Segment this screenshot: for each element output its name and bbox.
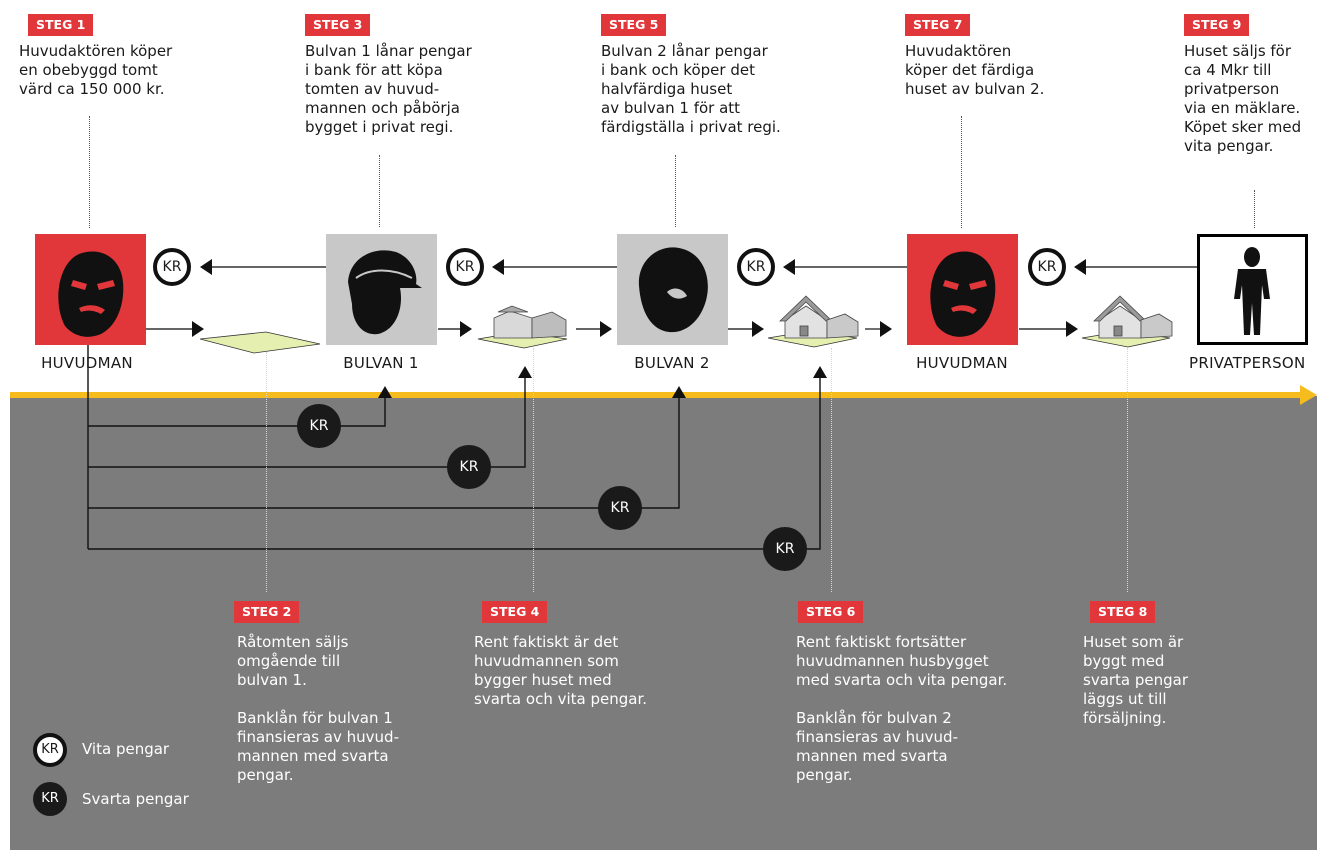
step-6-text: Rent faktiskt fortsätter huvudmannen hus… — [796, 633, 1008, 784]
step-4-badge: STEG 4 — [482, 601, 548, 623]
connector-step-8 — [1127, 348, 1128, 592]
legend-white-label: Vita pengar — [82, 740, 170, 758]
legend-black-label: Svarta pengar — [82, 790, 189, 808]
bulvan-2-avatar — [617, 234, 728, 345]
white-money-coin-3: KR — [737, 248, 775, 286]
huvudman-avatar-2 — [907, 234, 1018, 345]
connector-step-9 — [1254, 190, 1255, 228]
step-1-badge: STEG 1 — [28, 14, 94, 36]
connector-step-1 — [89, 116, 90, 228]
step-4-text: Rent faktiskt är det huvudmannen som byg… — [474, 633, 648, 708]
connector-step-5 — [675, 155, 676, 227]
cap-face-icon — [348, 250, 422, 335]
step-2-badge: STEG 2 — [234, 601, 300, 623]
step-8-text: Huset som är byggt med svarta pengar läg… — [1083, 633, 1189, 727]
connector-step-3 — [379, 155, 380, 227]
step-1-text: Huvudaktören köper en obebyggd tomt värd… — [19, 42, 173, 98]
black-money-coin-2: KR — [447, 445, 491, 489]
privatperson-avatar — [1197, 234, 1308, 345]
actor-label-privatperson: PRIVATPERSON — [1189, 354, 1306, 372]
timeline-arrowhead — [1300, 385, 1317, 405]
legend-white-coin: KR — [33, 733, 67, 767]
actor-label-bulvan-1: BULVAN 1 — [343, 354, 419, 372]
black-money-coin-3: KR — [598, 486, 642, 530]
actor-label-bulvan-2: BULVAN 2 — [634, 354, 710, 372]
huvudman-avatar-1 — [35, 234, 146, 345]
step-8-badge: STEG 8 — [1090, 601, 1156, 623]
step-5-badge: STEG 5 — [601, 14, 667, 36]
black-money-coin-4: KR — [763, 527, 807, 571]
step-5-text: Bulvan 2 lånar pengar i bank och köper d… — [601, 42, 781, 136]
black-money-coin-1: KR — [297, 404, 341, 448]
step-7-text: Huvudaktören köper det färdiga huset av … — [905, 42, 1045, 98]
step-9-text: Huset säljs för ca 4 Mkr till privatpers… — [1184, 42, 1302, 155]
white-money-coin-4: KR — [1028, 248, 1066, 286]
connector-step-6 — [831, 348, 832, 592]
step-3-text: Bulvan 1 lånar pengar i bank för att köp… — [305, 42, 472, 136]
step-2-text: Råtomten säljs omgående till bulvan 1. B… — [237, 633, 399, 784]
lower-panel-background — [10, 396, 1317, 850]
angry-face-icon — [58, 251, 124, 337]
white-money-coin-1: KR — [153, 248, 191, 286]
bulvan-1-avatar — [326, 234, 437, 345]
angry-face-icon — [930, 251, 996, 337]
timeline-bar — [10, 392, 1302, 398]
white-money-coin-2: KR — [446, 248, 484, 286]
step-7-badge: STEG 7 — [905, 14, 971, 36]
connector-step-2 — [266, 352, 267, 592]
legend-black-coin: KR — [33, 782, 67, 816]
person-silhouette-icon — [1234, 247, 1270, 335]
actor-label-huvudman-1: HUVUDMAN — [41, 354, 133, 372]
step-3-badge: STEG 3 — [305, 14, 371, 36]
actor-label-huvudman-2: HUVUDMAN — [916, 354, 1008, 372]
step-9-badge: STEG 9 — [1184, 14, 1250, 36]
connector-step-4 — [533, 348, 534, 592]
step-6-badge: STEG 6 — [798, 601, 864, 623]
connector-step-7 — [961, 116, 962, 228]
